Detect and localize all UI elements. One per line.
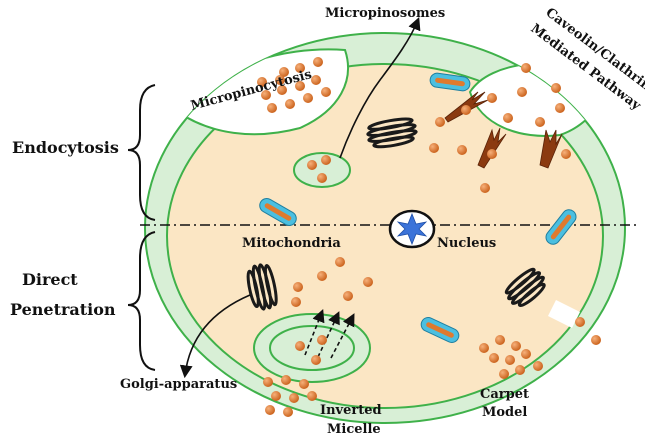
- nanoparticle: [277, 85, 287, 95]
- golgi-body-left: [246, 263, 278, 311]
- nanoparticle: [265, 405, 275, 415]
- nanoparticle: [435, 117, 445, 127]
- nanoparticle: [271, 391, 281, 401]
- nanoparticle: [295, 341, 305, 351]
- nanoparticle: [489, 353, 499, 363]
- nanoparticle: [363, 277, 373, 287]
- nanoparticle: [285, 99, 295, 109]
- nanoparticle: [457, 145, 467, 155]
- nanoparticle: [503, 113, 513, 123]
- nanoparticle: [511, 341, 521, 351]
- nanoparticle: [495, 335, 505, 345]
- label-model: Model: [482, 405, 527, 420]
- mitochondrion: [420, 317, 460, 343]
- inverted-micelle-inner: [269, 325, 355, 371]
- golgi-arrow: [179, 294, 251, 379]
- nanoparticle: [505, 355, 515, 365]
- nanoparticle: [521, 349, 531, 359]
- label-nucleus: Nucleus: [437, 236, 496, 251]
- brace-direct-penetration: [127, 231, 156, 371]
- nanoparticle: [289, 393, 299, 403]
- nanoparticle: [313, 57, 323, 67]
- mitochondria-layer: [259, 72, 577, 343]
- nanoparticle: [533, 361, 543, 371]
- nanoparticle: [295, 81, 305, 91]
- nanoparticle: [317, 271, 327, 281]
- label-mitochondria: Mitochondria: [242, 236, 341, 251]
- nanoparticle: [263, 377, 273, 387]
- mitochondrion: [429, 72, 471, 92]
- nanoparticle: [281, 375, 291, 385]
- nanoparticle: [261, 90, 271, 100]
- label-direct: Direct: [22, 270, 78, 289]
- label-golgi: Golgi-apparatus: [120, 377, 237, 392]
- nanoparticle: [303, 93, 313, 103]
- nanoparticle: [311, 75, 321, 85]
- golgi-body-right: [504, 267, 546, 308]
- nanoparticle: [293, 282, 303, 292]
- nanoparticle: [295, 63, 305, 73]
- micelle-escape-arrows: [304, 309, 355, 359]
- nanoparticle: [521, 63, 531, 73]
- micropinosome-vesicle: [293, 152, 351, 188]
- nanoparticle: [335, 257, 345, 267]
- nanoparticle: [275, 75, 285, 85]
- nanoparticle: [591, 335, 601, 345]
- label-endocytosis: Endocytosis: [12, 138, 119, 157]
- nanoparticle: [575, 317, 585, 327]
- nanoparticle: [267, 103, 277, 113]
- nanoparticle: [461, 105, 471, 115]
- nanoparticle: [307, 391, 317, 401]
- nanoparticle: [480, 183, 490, 193]
- nanoparticle: [551, 83, 561, 93]
- nanoparticle: [479, 343, 489, 353]
- nanoparticle: [317, 173, 327, 183]
- micropinosome-arrow: [339, 17, 421, 159]
- nanoparticle-layer: [257, 57, 601, 417]
- nanoparticle: [555, 103, 565, 113]
- nanoparticle: [321, 87, 331, 97]
- nanoparticle: [321, 155, 331, 165]
- nanoparticle: [343, 291, 353, 301]
- nanoparticle: [517, 87, 527, 97]
- carpet-gap: [548, 300, 580, 328]
- nanoparticle: [429, 143, 439, 153]
- brace-endocytosis: [127, 84, 156, 221]
- label-carpet: Carpet: [480, 387, 529, 402]
- label-inverted: Inverted: [320, 403, 382, 418]
- nanoparticle: [283, 407, 293, 417]
- nanoparticle: [299, 379, 309, 389]
- nanoparticle: [487, 149, 497, 159]
- label-micelle: Micelle: [327, 422, 381, 437]
- nanoparticle: [515, 365, 525, 375]
- nanoparticle: [499, 369, 509, 379]
- label-penetration: Penetration: [10, 300, 116, 319]
- nanoparticle: [317, 335, 327, 345]
- mitochondrion: [545, 209, 577, 245]
- nanoparticle: [291, 297, 301, 307]
- nanoparticle: [311, 355, 321, 365]
- nanoparticle: [487, 93, 497, 103]
- nanoparticle: [561, 149, 571, 159]
- label-micropinosomes: Micropinosomes: [325, 6, 445, 21]
- mitochondrion: [259, 198, 297, 226]
- nanoparticle: [257, 77, 267, 87]
- golgi-body-top: [366, 117, 418, 149]
- nucleus-star-icon: [396, 212, 428, 246]
- nanoparticle: [535, 117, 545, 127]
- nanoparticle: [307, 160, 317, 170]
- nanoparticle: [279, 67, 289, 77]
